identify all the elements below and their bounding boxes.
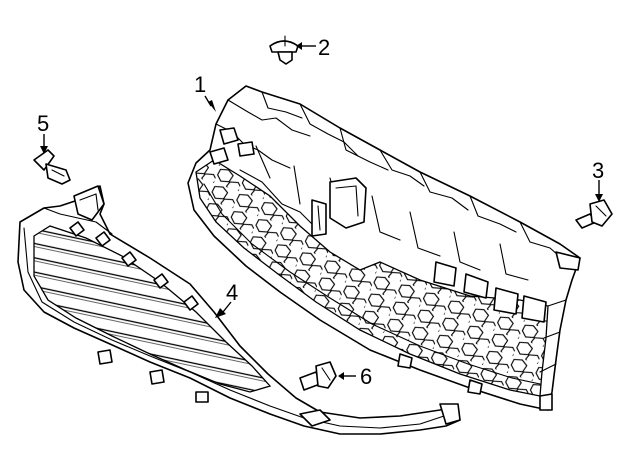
callout-5: 5 xyxy=(37,111,49,136)
screw-clip-6 xyxy=(299,361,337,391)
screw-clip-3 xyxy=(575,199,613,229)
callout-1: 1 xyxy=(194,72,206,97)
leader-lines xyxy=(40,42,603,380)
callout-6: 6 xyxy=(360,364,372,389)
lower-grille xyxy=(17,185,461,435)
callout-2: 2 xyxy=(318,35,330,60)
push-clip-5 xyxy=(33,149,71,185)
push-clip-2 xyxy=(269,35,299,65)
callout-4: 4 xyxy=(226,280,238,305)
callout-3: 3 xyxy=(592,158,604,183)
upper-grille xyxy=(187,85,581,411)
